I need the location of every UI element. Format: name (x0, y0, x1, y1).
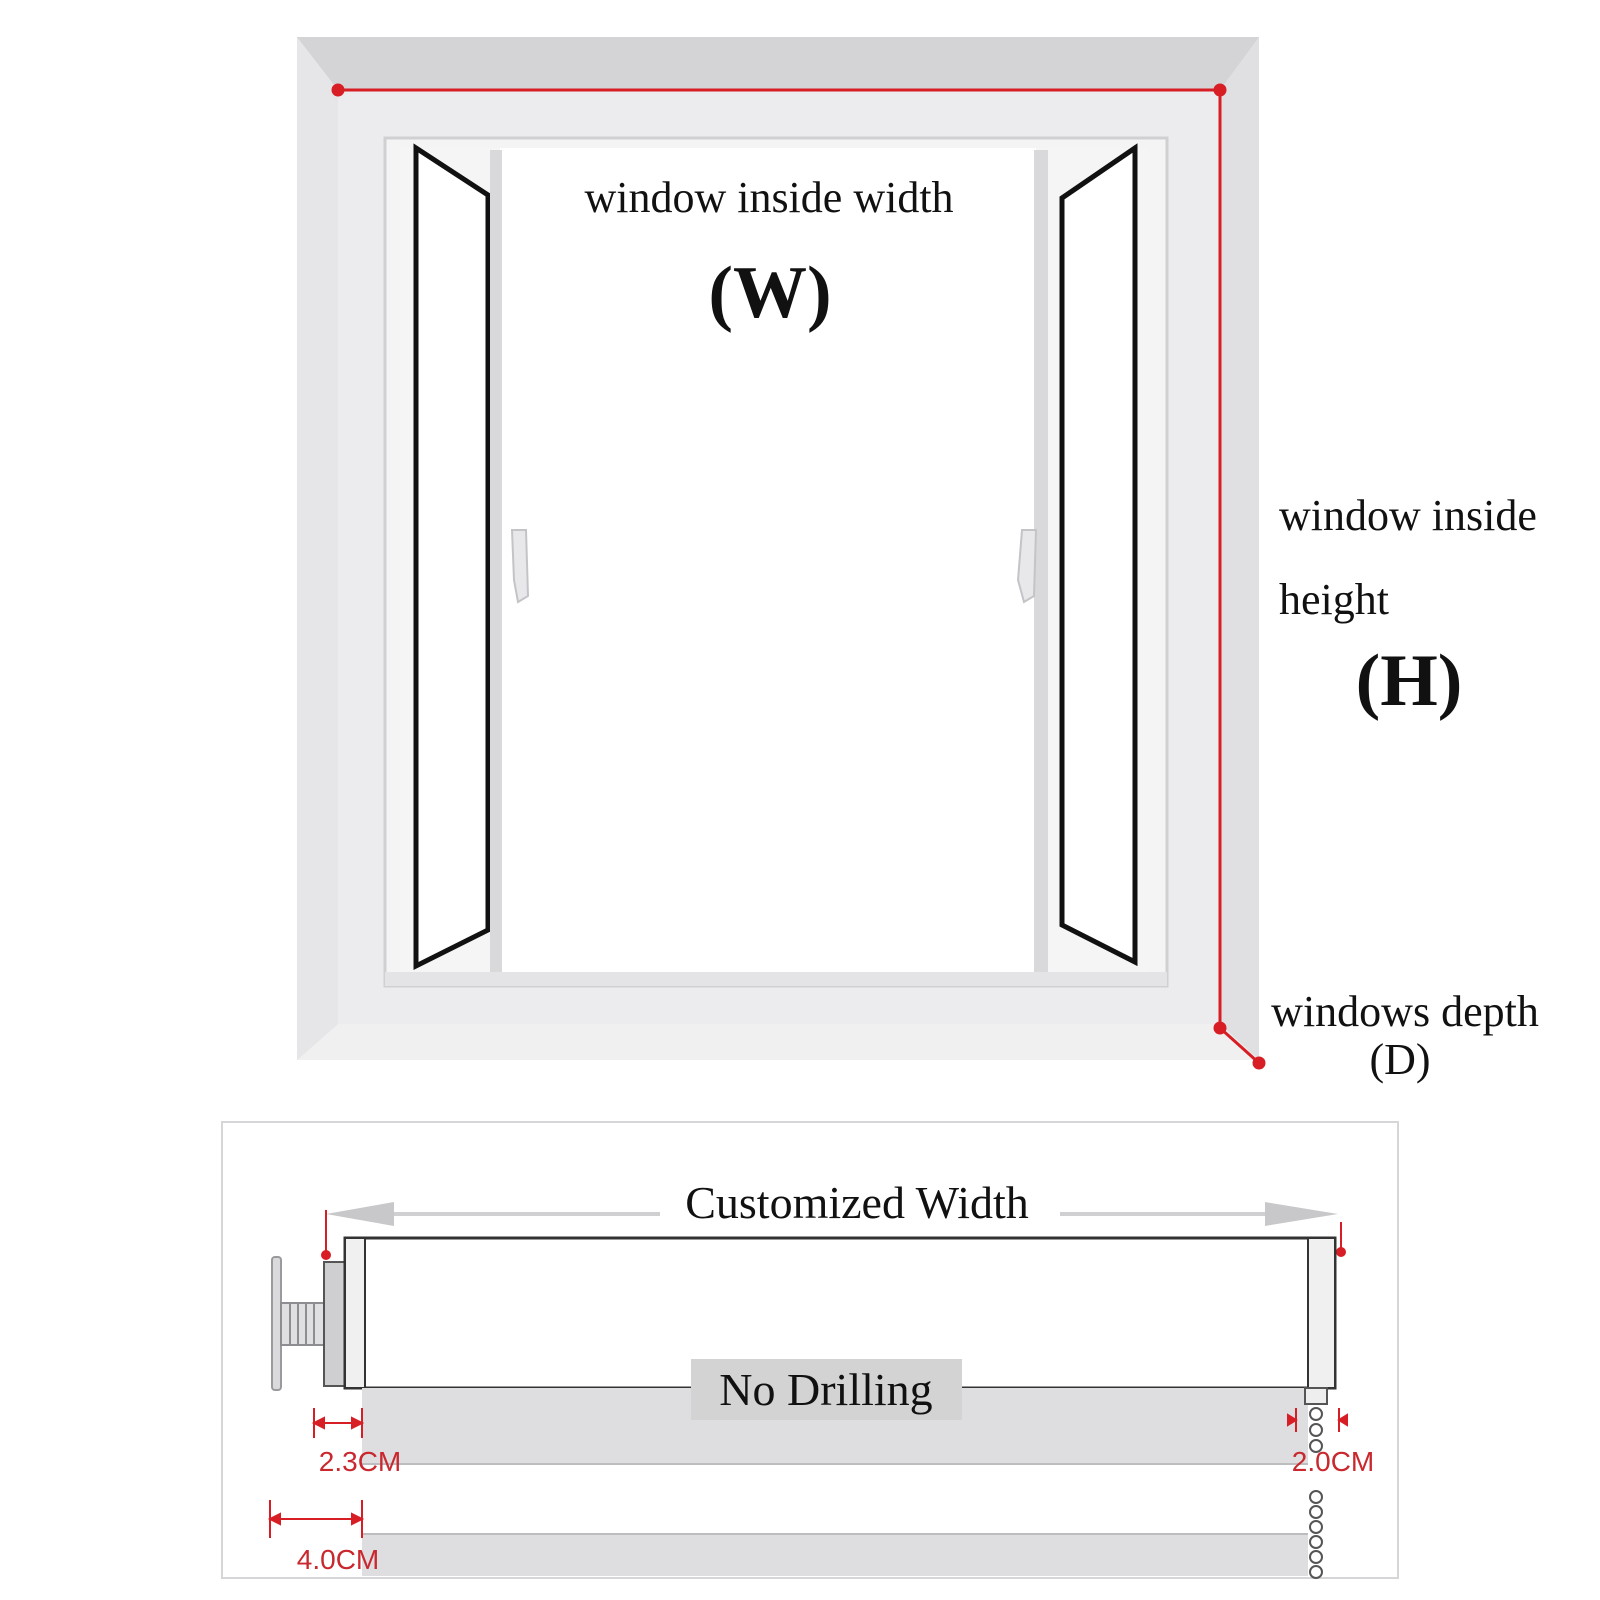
no-drilling-text: No Drilling (719, 1364, 932, 1415)
customized-width-label: Customized Width (685, 1177, 1029, 1228)
right-sash-glass (1059, 143, 1138, 967)
right-sash-edge (1034, 150, 1048, 976)
width-end-dot (1213, 83, 1227, 97)
reveal-bottom (297, 1024, 1259, 1060)
no-drilling-badge (691, 1359, 962, 1420)
arrow-left-head (326, 1202, 394, 1226)
arrow-right-head (1265, 1202, 1338, 1226)
height-symbol: (H) (1356, 640, 1463, 722)
width-end-markers (321, 1210, 1346, 1260)
cassette-left-cap (344, 1237, 366, 1389)
window-measure-lines (331, 83, 1266, 1070)
depth-label: windows depth (1271, 987, 1539, 1036)
blind-fabric-lower (362, 1464, 1308, 1534)
width-start-dot (331, 83, 345, 97)
height-label-line2: height (1279, 575, 1389, 624)
left-sash-edge (490, 150, 502, 976)
bracket-plate (271, 1256, 282, 1391)
window-illustration (297, 37, 1259, 1060)
cassette-right-cap (1307, 1237, 1336, 1389)
width-symbol: (W) (708, 252, 831, 334)
depth-symbol: (D) (1369, 1035, 1430, 1084)
right-handle (1016, 529, 1038, 604)
tension-bracket (271, 1256, 347, 1391)
bracket-spring (280, 1302, 325, 1346)
left-handle (510, 529, 530, 604)
bracket-collar (323, 1261, 347, 1387)
width-label: window inside width (584, 173, 953, 222)
dimension-markers (267, 1408, 1348, 1538)
left-small-dimension: 2.3CM (319, 1446, 401, 1477)
left-large-dimension: 4.0CM (297, 1544, 379, 1575)
reveal-top (297, 37, 1259, 90)
window-opening (500, 148, 1036, 974)
width-label-backdrop (660, 1172, 1060, 1228)
depth-end-dot (1252, 1056, 1266, 1070)
depth-measure-line (1218, 1026, 1261, 1065)
height-end-dot (1213, 1021, 1227, 1035)
height-label-line1: window inside (1279, 491, 1537, 540)
left-sash-glass (413, 143, 491, 971)
bead-chain (1304, 1387, 1328, 1579)
reveal-right (1220, 37, 1259, 1060)
window-sill (385, 972, 1167, 986)
blind-fabric-bottom (362, 1534, 1308, 1576)
right-dimension: 2.0CM (1292, 1446, 1374, 1477)
reveal-left (297, 37, 338, 1060)
